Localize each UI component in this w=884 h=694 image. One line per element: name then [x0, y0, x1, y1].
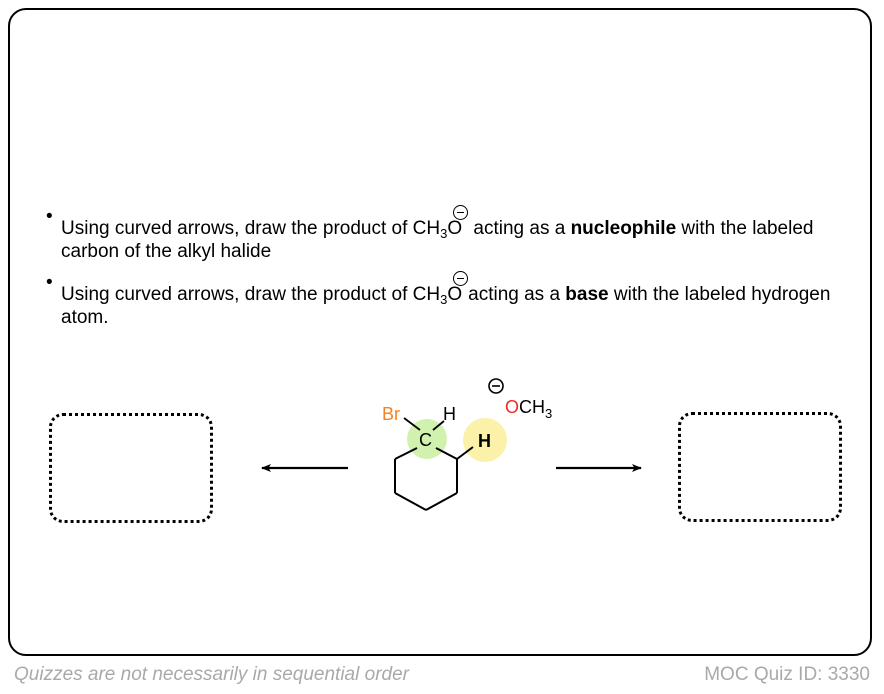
hydrogen-top-label: H [443, 404, 456, 424]
ch-h-bond [456, 446, 474, 460]
labeled-hydrogen: H [478, 431, 491, 451]
substitution-product-answer-box[interactable] [49, 413, 213, 523]
bullet-marker: • [46, 206, 53, 227]
base-term: base [565, 284, 609, 305]
nucleophile-term: nucleophile [570, 218, 677, 239]
bullet-marker: • [46, 272, 53, 293]
methoxide-label: OCH3 [505, 397, 552, 421]
quiz-card [8, 8, 872, 656]
cyclohexane-ring [394, 447, 458, 511]
quiz-id: MOC Quiz ID: 3330 [704, 664, 870, 685]
c-h-bond [432, 420, 445, 431]
instructions: • Using curved arrows, draw the product … [46, 205, 876, 337]
methoxide-charge-icon [488, 378, 504, 394]
bromine-label: Br [382, 404, 400, 424]
instruction-nucleophile: • Using curved arrows, draw the product … [46, 205, 814, 262]
c-br-bond [403, 417, 421, 431]
instruction-base: • Using curved arrows, draw the product … [46, 271, 831, 328]
negative-charge-icon [453, 205, 469, 220]
footer-note: Quizzes are not necessarily in sequentia… [14, 664, 409, 685]
carbon-label: C [419, 430, 432, 450]
hydrogen-highlight [463, 418, 507, 462]
negative-charge-icon [453, 271, 469, 286]
elimination-product-answer-box[interactable] [678, 412, 842, 522]
